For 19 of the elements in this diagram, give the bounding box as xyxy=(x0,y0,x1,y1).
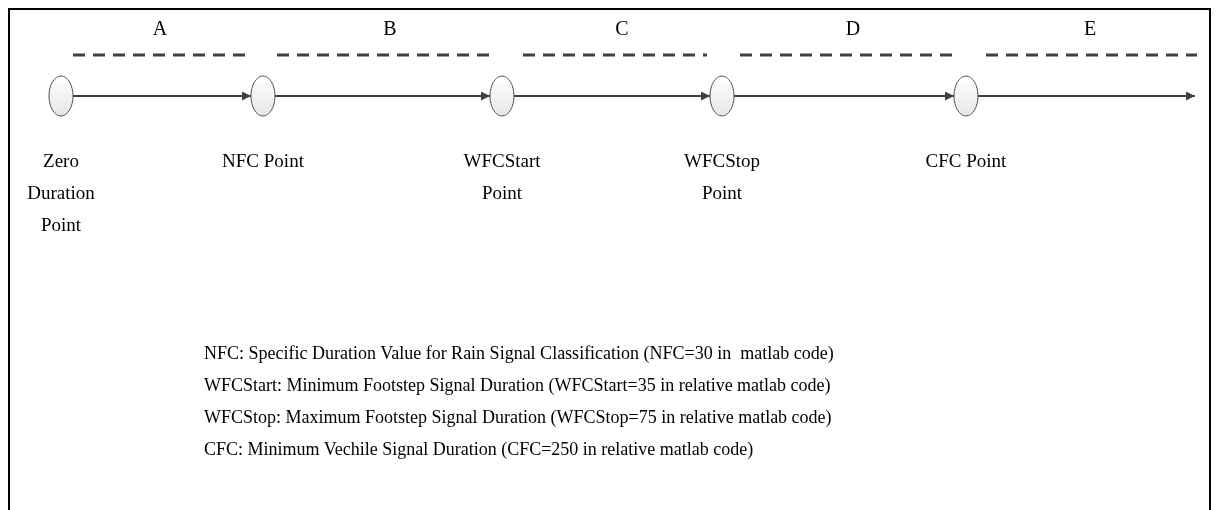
segment-label: E xyxy=(1082,16,1098,40)
point-label: CFC Point xyxy=(924,149,1008,173)
point-label: Zero Duration Point xyxy=(26,149,96,237)
segment-label: C xyxy=(614,16,630,40)
definition-note: WFCStart: Minimum Footstep Signal Duration (WFCStart=35 in relative matlab code) xyxy=(204,374,832,397)
segment-label: A xyxy=(151,16,169,40)
arrow xyxy=(733,91,955,101)
point-label: NFC Point xyxy=(221,149,305,173)
definition-note: WFCStop: Maximum Footstep Signal Duration (WFCStop=75 in relative matlab code) xyxy=(204,406,833,429)
arrow xyxy=(977,91,1196,101)
point-label: WFCStart Point xyxy=(462,149,542,205)
definition-note: CFC: Minimum Vechile Signal Duration (CFC=250 in relative matlab code) xyxy=(204,438,755,461)
segment-label: B xyxy=(382,16,398,40)
segment-label: D xyxy=(844,16,862,40)
arrow xyxy=(72,91,252,101)
arrow xyxy=(513,91,711,101)
definition-note: NFC: Specific Duration Value for Rain Signal Classification (NFC=30 in matlab code) xyxy=(204,342,834,365)
point-label: WFCStop Point xyxy=(683,149,761,205)
arrow xyxy=(274,91,491,101)
